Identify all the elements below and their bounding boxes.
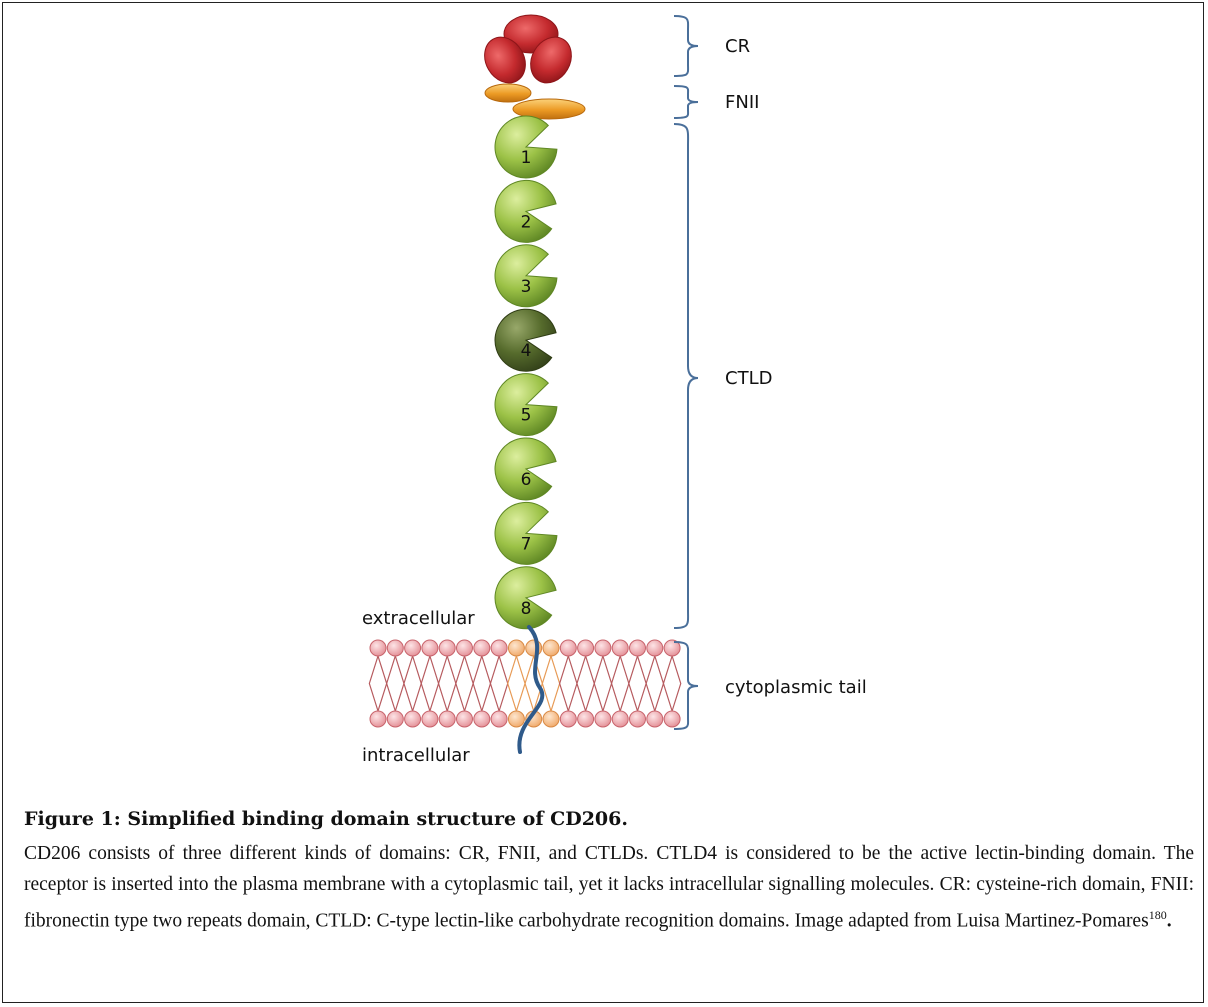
lipid-tail — [420, 655, 440, 712]
lipid-head — [559, 639, 577, 657]
lipid-head — [663, 710, 681, 728]
lipid-head — [629, 639, 646, 657]
figure-caption: Figure 1: Simplified binding domain stru… — [24, 808, 1194, 937]
cytoplasmic-tail-bracket — [673, 641, 699, 730]
lipid-tail — [368, 655, 388, 712]
caption-body: CD206 consists of three different kinds … — [24, 838, 1194, 937]
lipid-head — [386, 639, 404, 657]
lipid-head — [577, 710, 595, 728]
ctld-domain-1 — [494, 115, 558, 179]
lipid-head — [473, 710, 491, 728]
intracellular-label: intracellular — [362, 745, 470, 766]
extracellular-label: extracellular — [362, 608, 475, 629]
ctld-domain-number-8: 8 — [521, 599, 532, 619]
lipid-head — [507, 639, 525, 657]
cr-bracket — [673, 15, 699, 77]
lipid-head — [404, 639, 422, 657]
brackets — [673, 15, 699, 730]
ctld-domain-stack: 1 2 3 4 5 6 7 8 — [494, 115, 558, 630]
ctld-domain-number-1: 1 — [521, 148, 532, 168]
fnii-label: FNII — [725, 92, 759, 113]
lipid-tail — [541, 655, 561, 712]
ctld-domain-6 — [494, 437, 557, 501]
ctld-domain-number-6: 6 — [521, 470, 532, 490]
lipid-tail — [437, 655, 457, 712]
ctld-domain-number-5: 5 — [521, 406, 532, 426]
lipid-tail — [386, 655, 405, 712]
lipid-head — [646, 639, 664, 657]
reference-number: 180 — [1148, 908, 1167, 922]
lipid-head — [369, 710, 387, 728]
lipid-head — [386, 710, 404, 728]
lipid-tail — [610, 655, 630, 712]
lipid-head — [421, 710, 439, 728]
cr-label: CR — [725, 36, 750, 57]
cr-domain — [484, 14, 572, 84]
ctld-domain-7 — [494, 501, 558, 565]
lipid-tail — [472, 655, 492, 712]
lipid-head — [438, 639, 456, 657]
ctld-domain-3 — [494, 244, 558, 308]
caption-end: . — [1166, 910, 1172, 932]
fnii-bracket — [673, 85, 699, 119]
lipid-tail — [593, 655, 613, 712]
lipid-head — [594, 710, 612, 728]
plasma-membrane — [368, 639, 682, 728]
lipid-head — [542, 710, 560, 728]
lipid-head — [507, 710, 525, 728]
lipid-tail — [576, 655, 595, 712]
ctld-domain-number-7: 7 — [521, 534, 532, 554]
ctld-domain-number-4: 4 — [521, 341, 532, 361]
lipid-tail — [645, 655, 665, 712]
lipid-tail — [403, 655, 422, 712]
ctld-domain-number-2: 2 — [521, 212, 532, 232]
lipid-tail — [455, 655, 474, 712]
lipid-head — [559, 710, 577, 728]
lipid-head — [663, 639, 681, 657]
ctld-domain-2 — [494, 179, 557, 243]
lipid-tail — [628, 655, 647, 712]
lipid-head — [473, 639, 491, 657]
lipid-head — [577, 639, 595, 657]
lipid-head — [404, 710, 422, 728]
lipid-head — [438, 710, 456, 728]
lipid-head — [456, 639, 473, 657]
lipid-head — [646, 710, 664, 728]
ctld-label: CTLD — [725, 368, 772, 389]
lipid-tail — [489, 655, 509, 712]
lipid-tail — [559, 655, 578, 712]
fnii-domain — [484, 83, 586, 120]
lipid-head — [611, 639, 629, 657]
lipid-head — [421, 639, 439, 657]
cytoplasmic-tail-label: cytoplasmic tail — [725, 677, 867, 698]
lipid-head — [629, 710, 646, 728]
lipid-head — [369, 639, 387, 657]
ctld-domain-4 — [494, 308, 557, 372]
lipid-head — [490, 639, 508, 657]
ctld-domain-5 — [494, 373, 558, 437]
ctld-domain-number-3: 3 — [521, 277, 532, 297]
lipid-head — [594, 639, 612, 657]
lipid-head — [490, 710, 508, 728]
caption-title: Figure 1: Simplified binding domain stru… — [24, 808, 628, 830]
lipid-head — [542, 639, 560, 657]
caption-text: CD206 consists of three different kinds … — [24, 843, 1194, 932]
ctld-domain-8 — [494, 566, 557, 630]
lipid-head — [456, 710, 473, 728]
ctld-bracket — [673, 123, 699, 629]
lipid-tail — [507, 655, 526, 712]
lipid-head — [525, 639, 543, 657]
lipid-tail — [662, 655, 682, 712]
cd206-domain-diagram: 1 2 3 4 5 6 7 8 CR FNII CTLD cytoplasmic tail e… — [362, 14, 867, 766]
cytoplasmic-tail-line — [517, 625, 545, 754]
lipid-head — [611, 710, 629, 728]
